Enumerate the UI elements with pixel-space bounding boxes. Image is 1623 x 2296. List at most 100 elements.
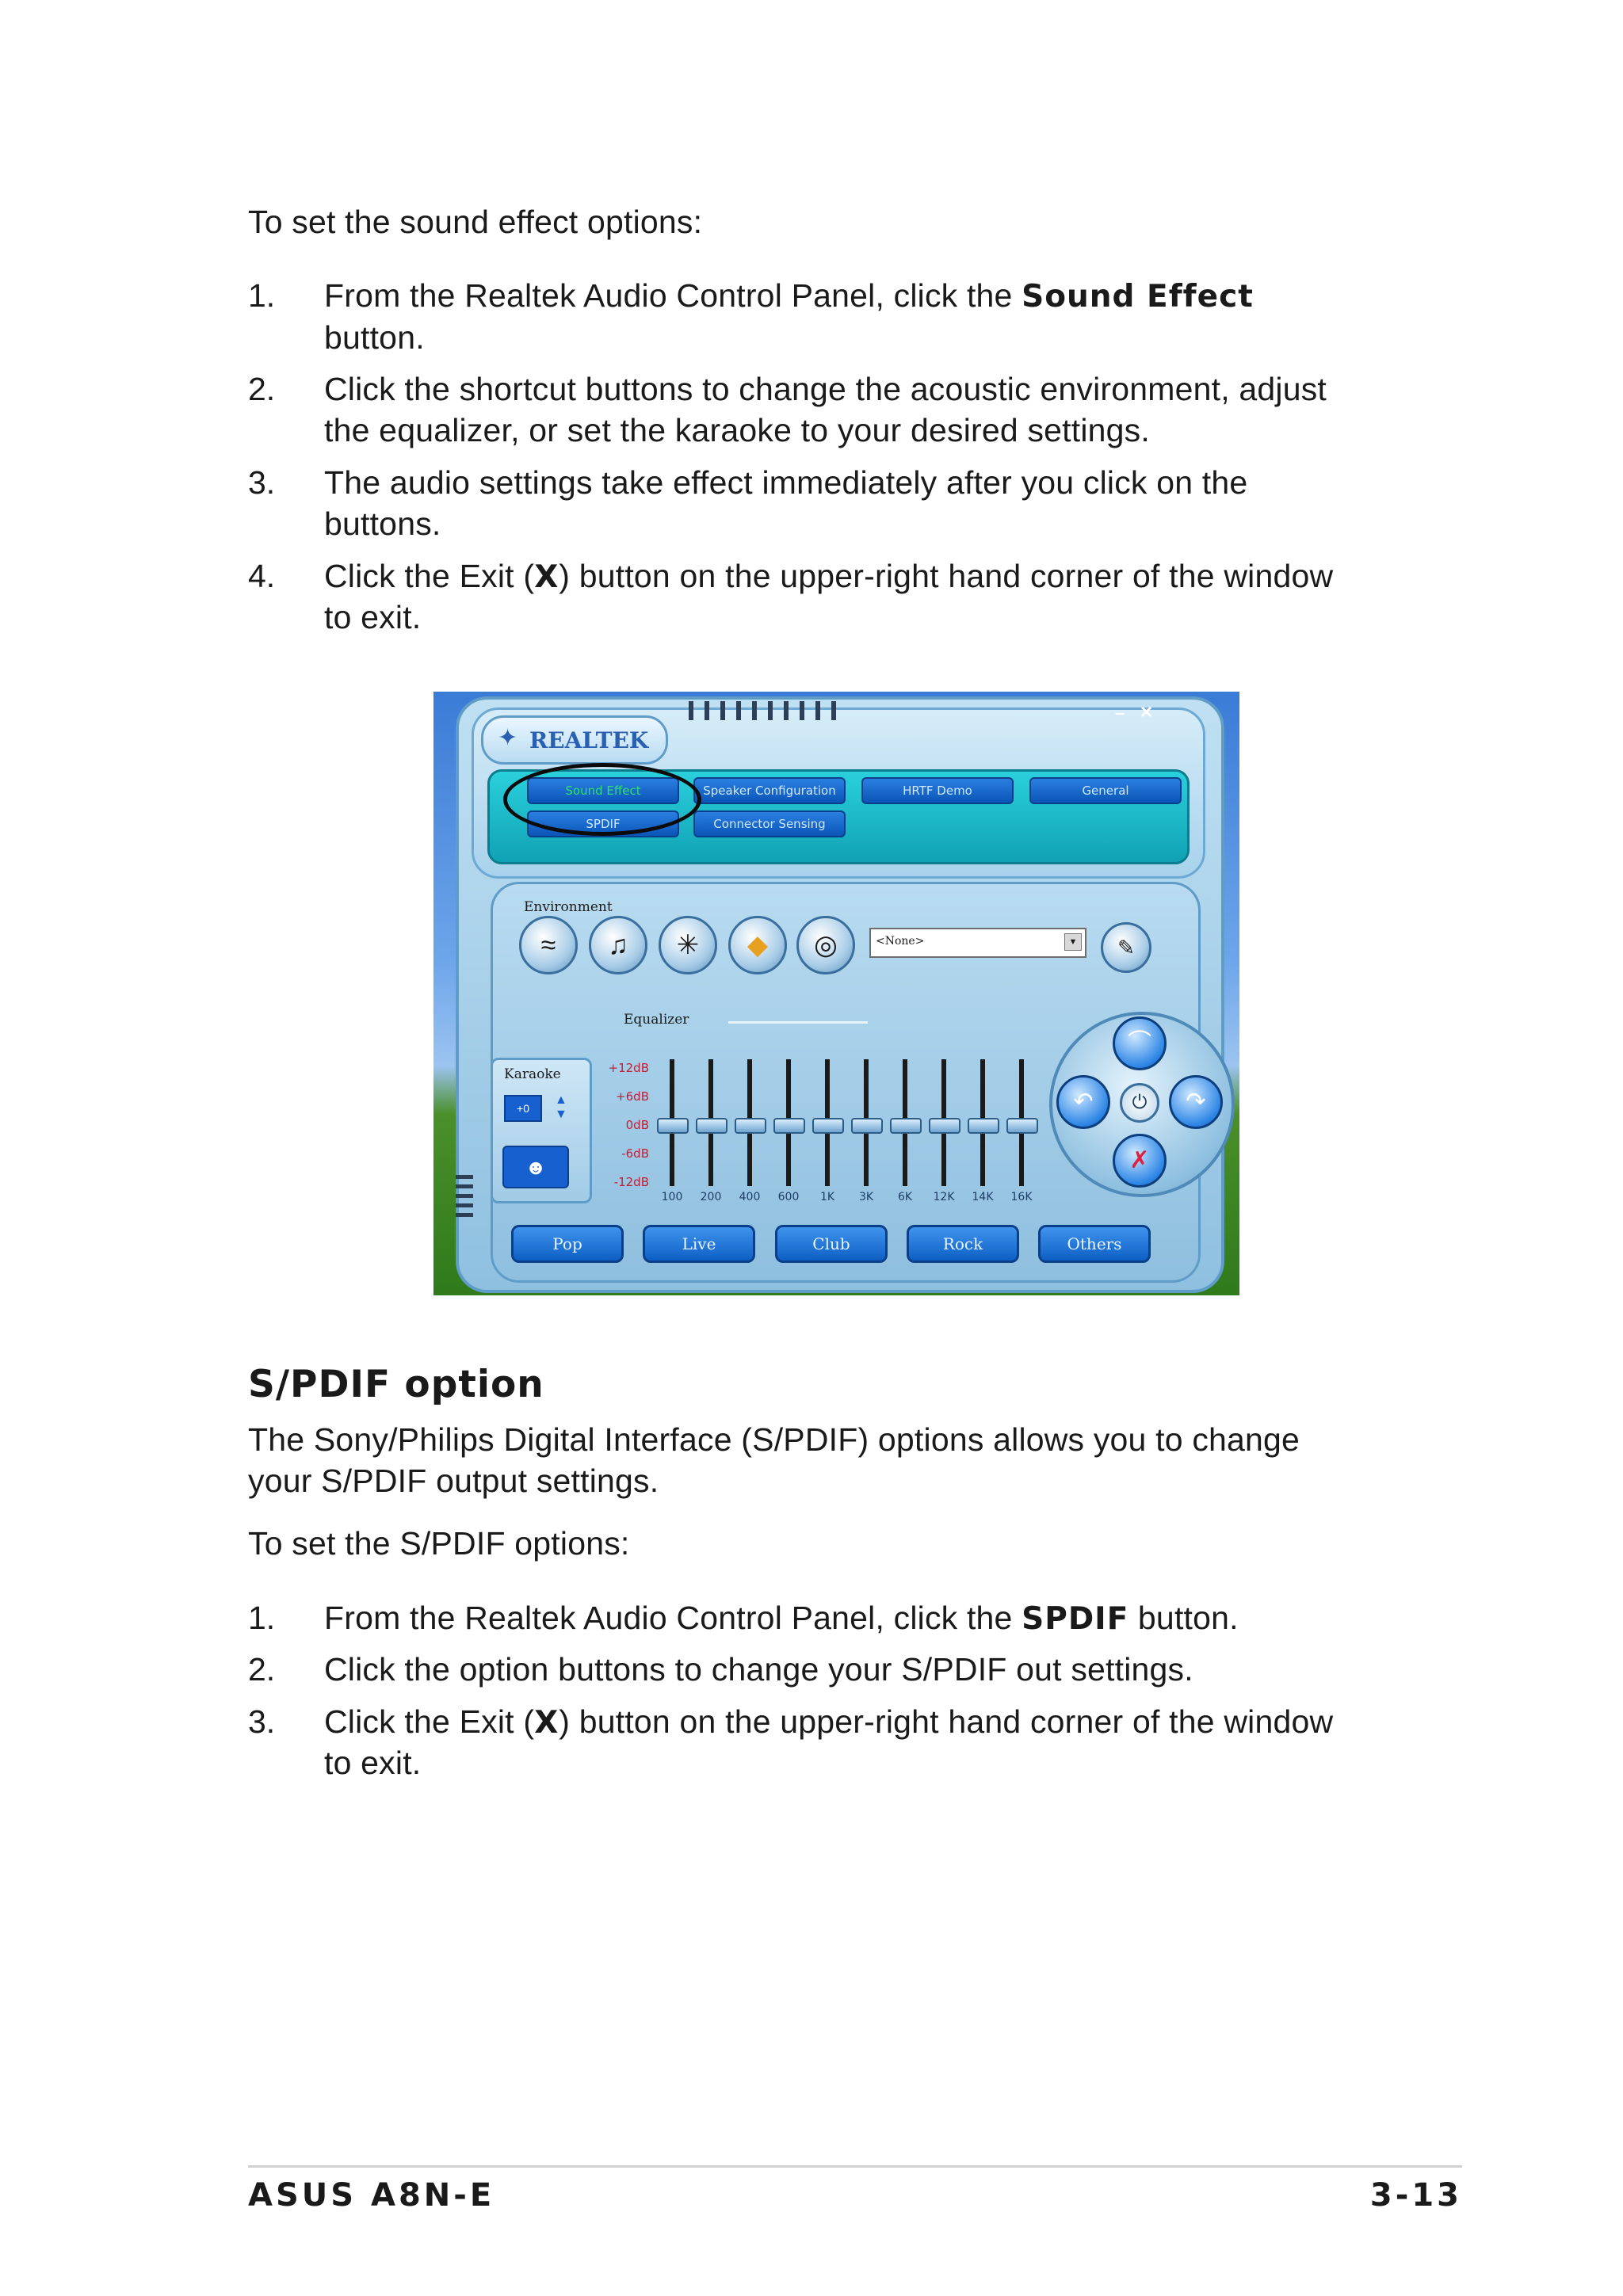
karaoke-voice-icon[interactable]: ☻: [502, 1146, 569, 1188]
freq-label: 12K: [933, 1191, 955, 1203]
karaoke-label: Karaoke: [504, 1066, 561, 1082]
env-underwater-icon[interactable]: ≈: [519, 916, 578, 974]
step-text: From the Realtek Audio Control Panel, cl…: [324, 1597, 1239, 1640]
step-number: 1.: [248, 277, 276, 314]
eq-slider-knob[interactable]: [773, 1118, 805, 1134]
tab-speaker-configuration[interactable]: Speaker Configuration: [693, 777, 846, 804]
freq-label: 14K: [972, 1191, 994, 1203]
eq-slider-knob[interactable]: [890, 1118, 922, 1134]
step-text-part: ) button on the upper-right hand corner …: [559, 1703, 1334, 1740]
eq-slider-knob[interactable]: [657, 1118, 689, 1134]
eq-slider-knob[interactable]: [812, 1118, 844, 1134]
freq-label: 1K: [819, 1191, 835, 1203]
db-label: 0dB: [625, 1118, 649, 1132]
step-text: The audio settings take effect immediate…: [324, 464, 1248, 501]
freq-label: 200: [700, 1191, 722, 1203]
freq-label: 100: [661, 1191, 683, 1203]
step-text-continued: buttons.: [324, 505, 441, 542]
spdif-term: SPDIF: [1022, 1601, 1129, 1637]
preset-others-button[interactable]: Others: [1038, 1225, 1151, 1263]
step-number: 2.: [248, 371, 276, 407]
env-bathroom-icon[interactable]: ◆: [728, 916, 787, 974]
pad-left-icon[interactable]: ↶: [1056, 1075, 1110, 1129]
step-text-continued: to exit.: [324, 599, 422, 635]
grip-bars: [689, 701, 836, 720]
eq-slider-knob[interactable]: [929, 1118, 960, 1134]
step-number: 2.: [248, 1651, 276, 1688]
realtek-panel-screenshot: ✦ REALTEK – × Sound Effect Speaker Confi…: [433, 692, 1239, 1295]
db-label: -12dB: [613, 1175, 649, 1189]
karaoke-up-arrow-icon[interactable]: ▲: [555, 1093, 567, 1107]
tab-general[interactable]: General: [1029, 777, 1182, 804]
preset-pop-button[interactable]: Pop: [511, 1225, 624, 1263]
footer-page-number: 3-13: [1369, 2177, 1462, 2214]
brand-name: REALTEK: [529, 727, 649, 753]
step-text-continued: to exit.: [324, 1745, 422, 1781]
exit-x-term: X: [534, 1705, 559, 1741]
step-text: From the Realtek Audio Control Panel, cl…: [324, 275, 1254, 318]
environment-select-value: <None>: [876, 935, 925, 948]
pad-right-icon[interactable]: ↷: [1169, 1075, 1223, 1129]
step-text-part: ) button on the upper-right hand corner …: [559, 558, 1334, 594]
db-label: +12dB: [608, 1061, 649, 1075]
equalizer-divider: [728, 1021, 868, 1024]
pad-up-icon[interactable]: ⌒: [1113, 1016, 1167, 1070]
environment-label: Environment: [524, 899, 613, 915]
pad-down-icon[interactable]: ✗: [1113, 1134, 1167, 1188]
spdif-description: The Sony/Philips Digital Interface (S/PD…: [248, 1421, 1300, 1458]
env-concert-icon[interactable]: ♫: [589, 916, 647, 974]
step-text: Click the Exit (X) button on the upper-r…: [324, 555, 1333, 598]
environment-select[interactable]: <None> ▼: [869, 928, 1086, 958]
step-text-part: From the Realtek Audio Control Panel, cl…: [324, 277, 1022, 314]
eq-slider-knob[interactable]: [851, 1118, 883, 1134]
db-label: -6dB: [621, 1146, 649, 1161]
eq-slider-knob[interactable]: [696, 1118, 727, 1134]
step-text: Click the Exit (X) button on the upper-r…: [324, 1701, 1333, 1744]
step-number: 1.: [248, 1600, 276, 1636]
eq-slider-knob[interactable]: [735, 1118, 766, 1134]
eq-slider-knob[interactable]: [968, 1118, 999, 1134]
step-number: 3.: [248, 1703, 276, 1740]
step-text-part: button.: [1128, 1600, 1239, 1636]
step-text: Click the option buttons to change your …: [324, 1651, 1193, 1688]
tab-hrtf-demo[interactable]: HRTF Demo: [861, 777, 1014, 804]
step-text-continued: the equalizer, or set the karaoke to you…: [324, 412, 1150, 448]
step-text-part: Click the Exit (: [324, 558, 535, 594]
freq-label: 600: [777, 1191, 800, 1203]
close-button[interactable]: ×: [1140, 700, 1153, 723]
realtek-logo: ✦ REALTEK: [481, 715, 668, 765]
edit-environment-icon[interactable]: ✎: [1101, 922, 1151, 973]
preset-live-button[interactable]: Live: [643, 1225, 755, 1263]
equalizer-label: Equalizer: [624, 1012, 689, 1028]
spdif-heading: S/PDIF option: [248, 1363, 544, 1406]
step-text: Click the shortcut buttons to change the…: [324, 371, 1327, 407]
db-label: +6dB: [616, 1089, 649, 1104]
karaoke-down-arrow-icon[interactable]: ▼: [555, 1108, 567, 1121]
chevron-down-icon[interactable]: ▼: [1064, 933, 1082, 951]
freq-label: 400: [739, 1191, 761, 1203]
side-grip: [456, 1175, 473, 1222]
highlight-circle: [503, 763, 701, 836]
step-text-part: Click the Exit (: [324, 1703, 535, 1740]
crab-logo-icon: ✦: [498, 725, 518, 751]
karaoke-value: +0: [504, 1095, 542, 1122]
step-number: 3.: [248, 464, 276, 501]
intro-spdif: To set the S/PDIF options:: [248, 1525, 630, 1562]
karaoke-panel: Karaoke +0 ▲ ▼ ☻: [491, 1058, 592, 1203]
freq-label: 3K: [858, 1191, 874, 1203]
step-number: 4.: [248, 558, 276, 594]
preset-rock-button[interactable]: Rock: [907, 1225, 1019, 1263]
freq-label: 6K: [897, 1191, 913, 1203]
freq-label: 16K: [1010, 1191, 1033, 1203]
power-icon[interactable]: ⏻: [1120, 1083, 1159, 1123]
exit-x-term: X: [534, 559, 559, 595]
eq-slider-knob[interactable]: [1006, 1118, 1038, 1134]
step-text-part: From the Realtek Audio Control Panel, cl…: [324, 1600, 1022, 1636]
env-stone-room-icon[interactable]: ✳: [659, 916, 717, 974]
tab-connector-sensing[interactable]: Connector Sensing: [693, 810, 846, 837]
env-arena-icon[interactable]: ◎: [796, 916, 855, 974]
preset-club-button[interactable]: Club: [775, 1225, 888, 1263]
intro-sound-effect: To set the sound effect options:: [248, 204, 703, 240]
minimize-button[interactable]: –: [1115, 703, 1125, 723]
footer-product: ASUS A8N-E: [248, 2177, 495, 2214]
